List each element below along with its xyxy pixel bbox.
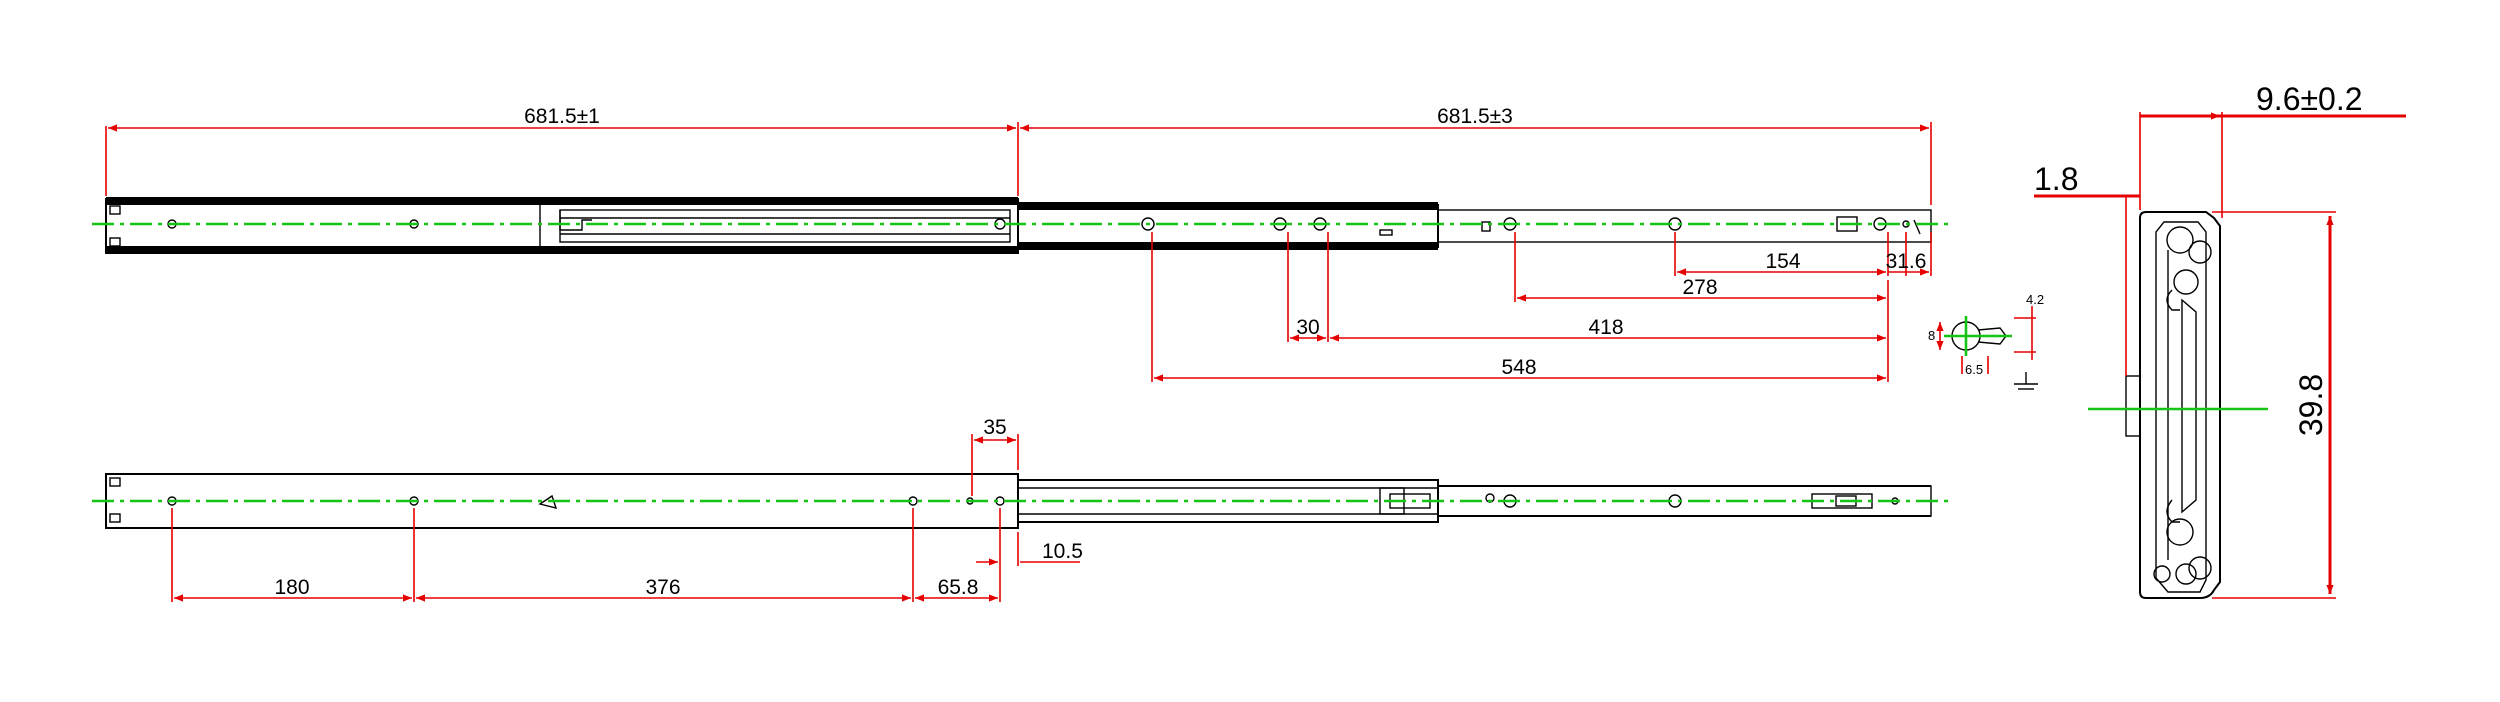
top-view: 681.5±1 681.5±3 154 31.6 278 30 418 548 [92, 105, 1948, 382]
dim-31-6: 31.6 [1886, 250, 1927, 273]
dim-6-5: 6.5 [1965, 362, 1983, 377]
bottom-view: 35 10.5 180 376 65.8 [92, 416, 1948, 602]
dim-4-2: 4.2 [2026, 292, 2044, 307]
dim-section-offset: 1.8 [2034, 161, 2078, 197]
dim-10-5: 10.5 [1042, 540, 1083, 563]
dim-65-8: 65.8 [938, 576, 979, 599]
cross-section: 9.6±0.2 1.8 39.8 [2034, 81, 2406, 599]
dim-548: 548 [1501, 356, 1536, 379]
dim-376: 376 [645, 576, 680, 599]
dim-278: 278 [1682, 276, 1717, 299]
dim-30: 30 [1296, 316, 1319, 339]
dim-overall-left: 681.5±1 [524, 105, 600, 128]
dim-418: 418 [1588, 316, 1623, 339]
dim-180: 180 [274, 576, 309, 599]
top-inner-member [1437, 209, 1932, 243]
top-outer-member [105, 198, 1019, 254]
dim-overall-right: 681.5±3 [1437, 105, 1513, 128]
section-outer-profile [2139, 211, 2221, 599]
dim-35: 35 [983, 416, 1006, 439]
dim-8: 8 [1928, 328, 1935, 343]
keyhole-detail: 8 6.5 4.2 [1928, 292, 2044, 390]
top-intermediate-member [1017, 204, 1439, 248]
dim-154: 154 [1765, 250, 1800, 273]
dim-section-height: 39.8 [2293, 374, 2329, 436]
dim-section-width: 9.6±0.2 [2256, 81, 2363, 117]
